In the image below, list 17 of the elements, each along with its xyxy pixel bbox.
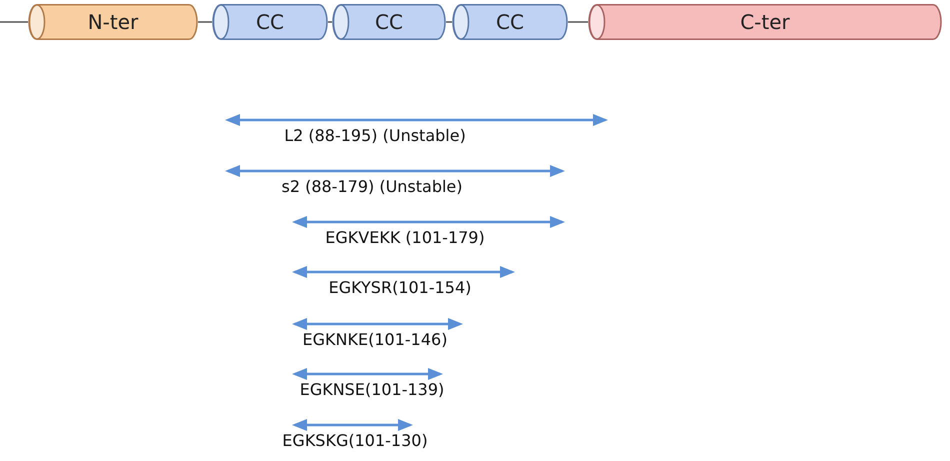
domain-label: CC xyxy=(375,10,403,34)
connector-line xyxy=(328,21,332,23)
construct-label: EGKNSE(101-139) xyxy=(300,380,444,399)
construct-label: EGKNKE(101-146) xyxy=(302,330,448,349)
construct-label: EGKSKG(101-130) xyxy=(282,431,428,450)
connector-line xyxy=(446,21,452,23)
connector-line xyxy=(568,21,588,23)
construct-label: EGKYSR(101-154) xyxy=(328,278,472,297)
connector-line xyxy=(0,21,28,23)
domain-label: CC xyxy=(256,10,284,34)
construct-label: EGKVEKK (101-179) xyxy=(325,228,485,247)
construct-label: L2 (88-195) (Unstable) xyxy=(284,126,466,145)
domain-label: N-ter xyxy=(88,10,138,34)
construct-label: s2 (88-179) (Unstable) xyxy=(281,177,463,196)
domain-label: CC xyxy=(496,10,524,34)
domain-label: C-ter xyxy=(740,10,790,34)
connector-line xyxy=(198,21,212,23)
